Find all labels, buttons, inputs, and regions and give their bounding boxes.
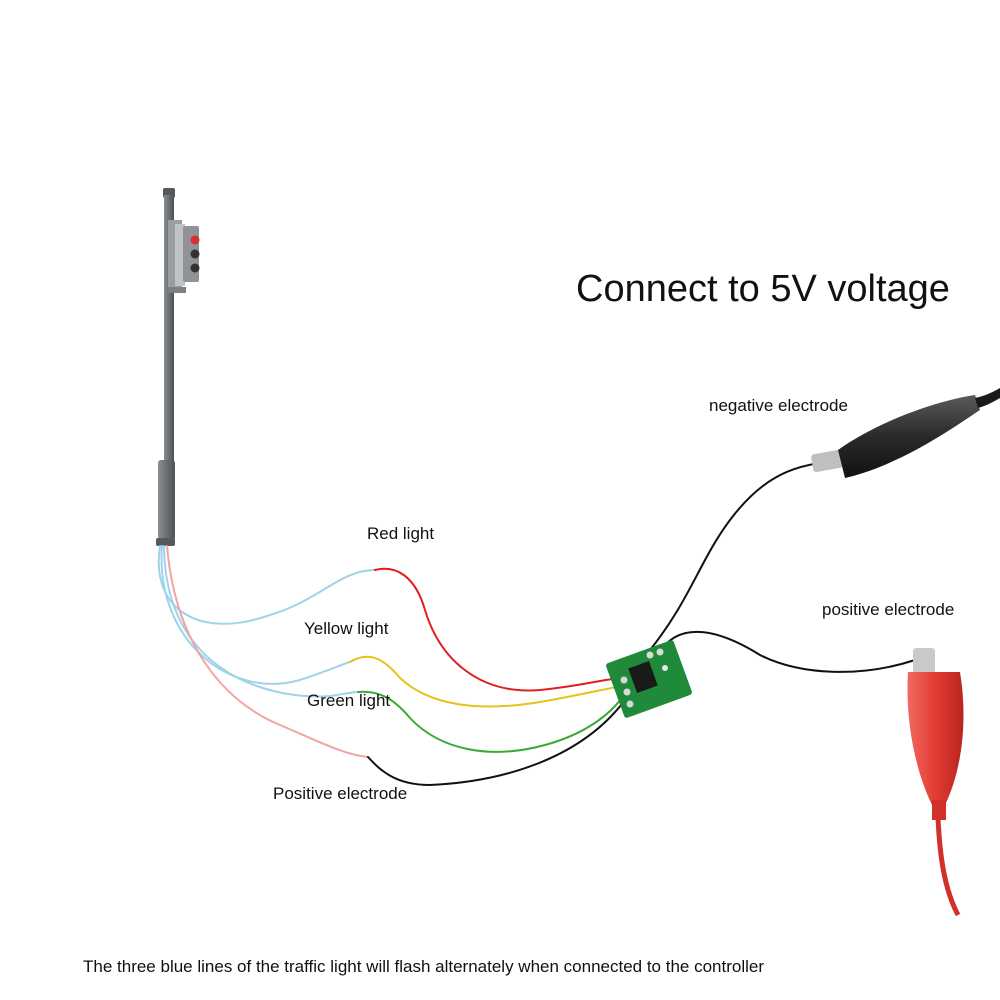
black-alligator-clip-icon	[811, 388, 1000, 478]
yellow-wire	[349, 655, 623, 708]
red-lamp	[190, 235, 200, 245]
negative-electrode-label: negative electrode	[709, 396, 848, 415]
positive-electrode-clip-label: positive electrode	[822, 600, 955, 619]
green-light-label: Green light	[307, 691, 391, 710]
page-title: Connect to 5V voltage	[576, 268, 950, 310]
green-lamp	[190, 263, 200, 273]
red-alligator-clip-icon	[907, 648, 964, 917]
yellow-lamp	[190, 249, 200, 259]
positive-electrode-wire-label: Positive electrode	[273, 784, 408, 803]
black-to-positive-clip	[659, 630, 916, 673]
traffic-light-icon	[156, 188, 200, 546]
red-wire	[374, 567, 621, 692]
black-negative-wire	[649, 461, 831, 651]
black-positive-wire	[367, 699, 626, 787]
traffic-light-leads	[157, 545, 376, 758]
controller-wires	[349, 461, 916, 787]
caption-text: The three blue lines of the traffic ligh…	[83, 957, 765, 976]
yellow-light-label: Yellow light	[304, 619, 389, 638]
controller-board-icon	[606, 640, 692, 718]
red-light-label: Red light	[367, 524, 435, 543]
green-wire	[357, 690, 625, 753]
